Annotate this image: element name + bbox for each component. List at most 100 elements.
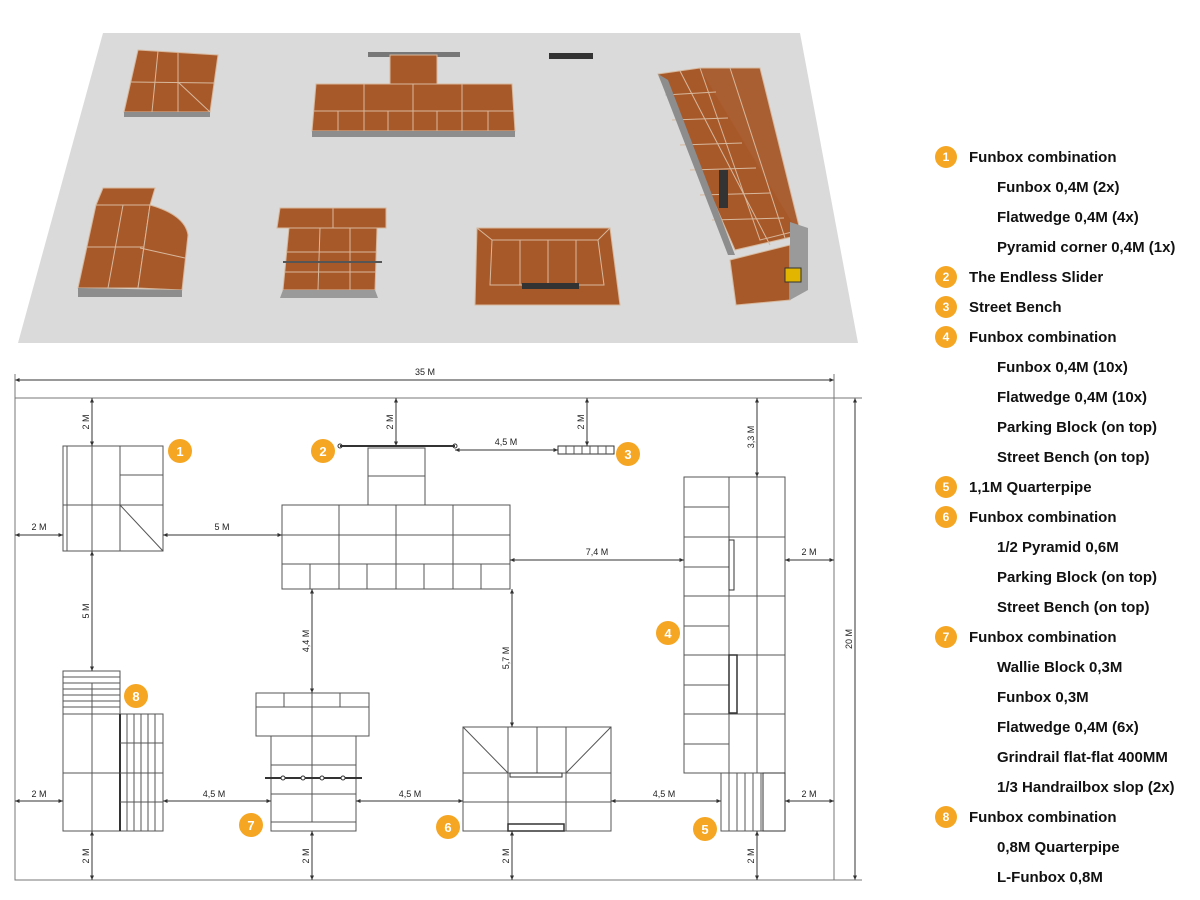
dim-label: 5,7 M (501, 647, 511, 670)
plan-marker-2: 2 (311, 439, 335, 463)
legend-sub-item: Funbox 0,4M (10x) (997, 358, 1128, 376)
park-3d-render (18, 33, 858, 343)
legend-number-badge: 7 (935, 626, 957, 648)
plan-element-4 (683, 476, 786, 774)
render-element-3 (549, 53, 593, 59)
render-element-5 (729, 222, 808, 306)
dim-label: 5 M (81, 603, 91, 618)
legend-number-badge: 6 (935, 506, 957, 528)
render-element-1 (123, 49, 219, 117)
dim-label: 5 M (214, 522, 229, 532)
plan-element-1 (62, 445, 164, 552)
dim-label: 2 M (746, 848, 756, 863)
plan-marker-5: 5 (693, 817, 717, 841)
legend-entry-label: Funbox combination (969, 328, 1117, 346)
plan-marker-3: 3 (616, 442, 640, 466)
dim-label: 2 M (81, 848, 91, 863)
svg-text:3: 3 (624, 447, 631, 462)
legend-sub-item: Street Bench (on top) (997, 598, 1150, 616)
svg-text:5: 5 (701, 822, 708, 837)
dim-label: 3,3 M (746, 426, 756, 449)
legend-sub-item: L-Funbox 0,8M (997, 868, 1103, 886)
legend-entry: 2 The Endless Slider (930, 262, 1195, 292)
svg-text:7: 7 (247, 818, 254, 833)
plan-element-7 (255, 692, 370, 832)
legend-entry-label: Funbox combination (969, 508, 1117, 526)
legend-sub-item: Parking Block (on top) (997, 568, 1158, 586)
dim-label: 2 M (576, 414, 586, 429)
legend-sub-item: Pyramid corner 0,4M (1x) (997, 238, 1176, 256)
legend-sub-item: Flatwedge 0,4M (4x) (997, 208, 1139, 226)
plan-dimension-labels: 35 M 20 M 2 M 2 M 5 M 5 M 2 M 4,5 M 2 M … (31, 366, 854, 864)
svg-text:8: 8 (132, 689, 139, 704)
plan-element-2 (281, 443, 511, 590)
dim-label: 4,5 M (495, 437, 518, 447)
plan-marker-4: 4 (656, 621, 680, 645)
legend-number-badge: 5 (935, 476, 957, 498)
legend-entry-label: Funbox combination (969, 628, 1117, 646)
dim-label: 2 M (385, 414, 395, 429)
plan-marker-1: 1 (168, 439, 192, 463)
legend-sub-item: Street Bench (on top) (997, 448, 1150, 466)
dim-label: 4,5 M (653, 789, 676, 799)
park-plan (14, 374, 862, 881)
plan-marker-6: 6 (436, 815, 460, 839)
dim-label: 4,5 M (203, 789, 226, 799)
svg-text:4: 4 (664, 626, 672, 641)
dim-label: 2 M (301, 848, 311, 863)
legend-entry: 8 Funbox combination (930, 802, 1195, 832)
plan-dimensions (15, 398, 834, 880)
plan-border (14, 397, 835, 881)
legend-entry-label: The Endless Slider (969, 268, 1104, 286)
dim-overall-width: 35 M (415, 367, 435, 377)
legend-entry-label: 1,1M Quarterpipe (969, 478, 1092, 496)
dim-label: 2 M (801, 547, 816, 557)
legend-entry: 5 1,1M Quarterpipe (930, 472, 1195, 502)
legend-sub-item: Funbox 0,4M (2x) (997, 178, 1120, 196)
dim-label: 2 M (501, 848, 511, 863)
dim-label: 2 M (801, 789, 816, 799)
legend-sub-item: 1/2 Pyramid 0,6M (997, 538, 1119, 556)
legend-entry: 6 Funbox combination (930, 502, 1195, 532)
render-element-2 (311, 52, 516, 137)
legend-sub-item: Grindrail flat-flat 400MM (997, 748, 1168, 766)
dim-label: 7,4 M (586, 547, 609, 557)
legend-entry: 3 Street Bench (930, 292, 1195, 322)
legend-number-badge: 8 (935, 806, 957, 828)
render-element-8 (77, 187, 189, 297)
legend-sub-item: Flatwedge 0,4M (6x) (997, 718, 1139, 736)
plan-markers: 1 2 3 4 5 6 7 8 (124, 439, 717, 841)
dim-label: 4,5 M (399, 789, 422, 799)
legend-entry: 4 Funbox combination (930, 322, 1195, 352)
legend-sub-item: Wallie Block 0,3M (997, 658, 1123, 676)
legend-sub-item: Flatwedge 0,4M (10x) (997, 388, 1148, 406)
legend-sub-item: 0,8M Quarterpipe (997, 838, 1120, 856)
plan-element-6 (462, 726, 612, 832)
render-element-7 (276, 207, 387, 298)
dim-label: 2 M (31, 789, 46, 799)
dim-label: 4,4 M (301, 630, 311, 653)
legend-sub-item: 1/3 Handrailbox slop (2x) (997, 778, 1175, 796)
dim-label: 2 M (81, 414, 91, 429)
legend-entry-label: Funbox combination (969, 808, 1117, 826)
svg-text:2: 2 (319, 444, 326, 459)
legend-number-badge: 4 (935, 326, 957, 348)
legend-entry: 7 Funbox combination (930, 622, 1195, 652)
dim-overall-height: 20 M (844, 629, 854, 649)
legend-sub-item: Funbox 0,3M (997, 688, 1089, 706)
plan-element-3 (557, 445, 615, 455)
plan-element-8 (62, 670, 164, 832)
legend-number-badge: 3 (935, 296, 957, 318)
render-element-4 (657, 67, 801, 255)
render-element-6 (474, 227, 621, 306)
plan-marker-7: 7 (239, 813, 263, 837)
legend-number-badge: 2 (935, 266, 957, 288)
legend-number-badge: 1 (935, 146, 957, 168)
legend-entry-label: Street Bench (969, 298, 1062, 316)
render-floor (18, 33, 858, 343)
plan-element-5 (720, 772, 786, 832)
legend-sub-item: Parking Block (on top) (997, 418, 1158, 436)
